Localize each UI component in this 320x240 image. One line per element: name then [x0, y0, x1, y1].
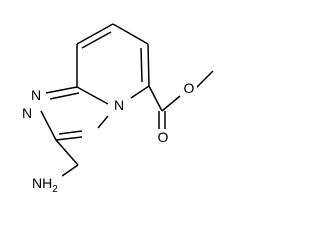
atom-nh2: NH2 [28, 172, 62, 196]
atom-o-ester: O [181, 80, 197, 96]
atom-o-carbonyl: O [155, 129, 171, 145]
amine-label: NH [32, 175, 52, 191]
atom-label: O [158, 129, 169, 145]
atom-label: N [114, 97, 124, 113]
atom-label: NH2 [32, 175, 58, 195]
atom-n-bridge: N [111, 97, 127, 113]
atom-n-top: N [28, 87, 44, 103]
pyridine-ring [76, 23, 150, 105]
aminomethyl-group [55, 139, 79, 177]
atom-label: N [22, 105, 32, 121]
ester-group [148, 70, 214, 129]
molecule-structure: N N N O O NH2 [19, 23, 214, 196]
amine-subscript: 2 [52, 184, 58, 195]
atom-n-left: N [19, 105, 35, 121]
atom-label: N [31, 87, 41, 103]
atom-label: O [184, 80, 195, 96]
triazole-ring [40, 86, 109, 141]
